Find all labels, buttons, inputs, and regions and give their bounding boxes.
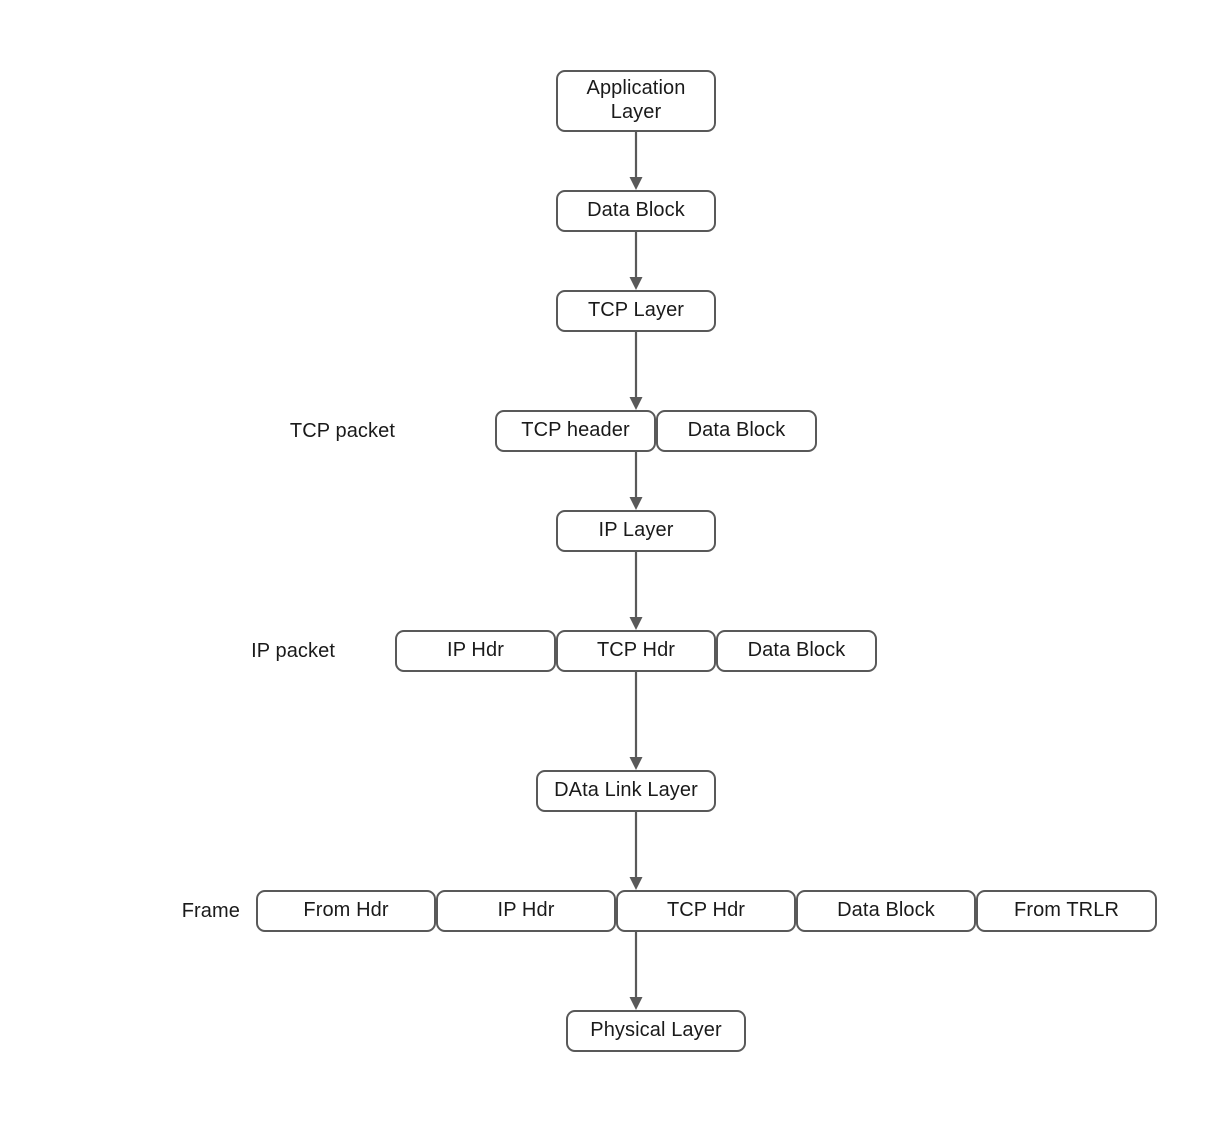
row-label-tcp-packet: TCP packet	[289, 420, 395, 442]
arrow-data-link-to-frame	[629, 812, 643, 890]
arrow-head-icon	[629, 497, 643, 510]
node-tcp-layer[interactable]: TCP Layer	[556, 290, 716, 332]
arrow-head-icon	[629, 757, 643, 770]
segment-frame-from-trlr[interactable]: From TRLR	[976, 890, 1157, 932]
node-application-layer[interactable]: Application Layer	[556, 70, 716, 132]
arrow-tcp-layer-to-tcp-packet	[629, 332, 643, 410]
arrow-head-icon	[629, 277, 643, 290]
segment-tcp-data-block[interactable]: Data Block	[656, 410, 817, 452]
arrow-head-icon	[629, 997, 643, 1010]
segment-ip-data-block[interactable]: Data Block	[716, 630, 877, 672]
segment-frame-from-hdr[interactable]: From Hdr	[256, 890, 436, 932]
segment-tcp-header[interactable]: TCP header	[495, 410, 656, 452]
segment-ip-tcp-hdr[interactable]: TCP Hdr	[556, 630, 716, 672]
node-physical-layer[interactable]: Physical Layer	[566, 1010, 746, 1052]
node-ip-layer[interactable]: IP Layer	[556, 510, 716, 552]
node-data-block-top[interactable]: Data Block	[556, 190, 716, 232]
arrow-data-block-to-tcp-layer	[629, 232, 643, 290]
row-label-ip-packet: IP packet	[251, 640, 335, 662]
arrow-head-icon	[629, 877, 643, 890]
arrow-head-icon	[629, 617, 643, 630]
arrow-ip-packet-to-data-link	[629, 672, 643, 770]
segment-frame-tcp-hdr[interactable]: TCP Hdr	[616, 890, 796, 932]
node-data-link-layer[interactable]: DAta Link Layer	[536, 770, 716, 812]
arrow-head-icon	[629, 177, 643, 190]
arrow-head-icon	[629, 397, 643, 410]
segment-ip-hdr[interactable]: IP Hdr	[395, 630, 556, 672]
arrow-tcp-packet-to-ip-layer	[629, 452, 643, 510]
segment-frame-data-block[interactable]: Data Block	[796, 890, 976, 932]
row-label-frame: Frame	[181, 900, 240, 922]
arrow-application-to-data-block	[629, 132, 643, 190]
arrow-frame-to-physical-layer	[629, 932, 643, 1010]
segment-frame-ip-hdr[interactable]: IP Hdr	[436, 890, 616, 932]
arrow-ip-layer-to-ip-packet	[629, 552, 643, 630]
